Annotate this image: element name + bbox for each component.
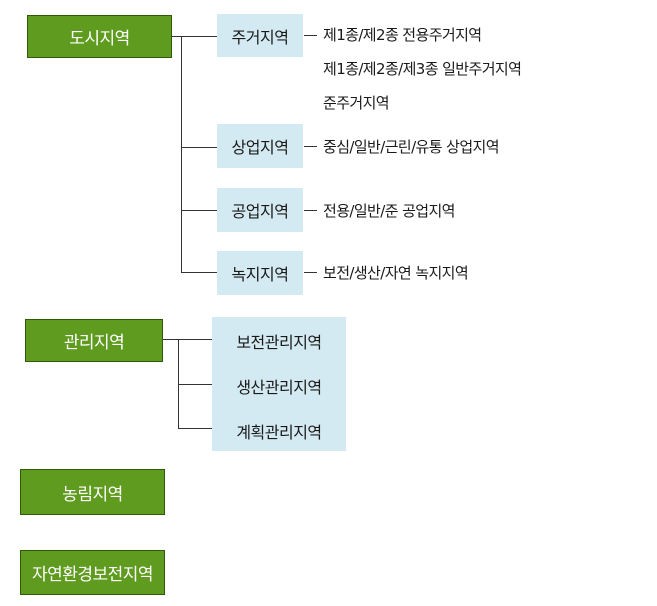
industrial-area-box: 공업지역 [217, 188, 303, 232]
agriculture-forestry-box: 농림지역 [20, 469, 165, 515]
connector-line [181, 210, 218, 211]
production-management-label: 생산관리지역 [236, 378, 322, 397]
connector-line [163, 339, 213, 340]
commercial-area-label: 상업지역 [231, 138, 289, 157]
green-area-box: 녹지지역 [217, 251, 303, 295]
connector-line [181, 36, 182, 272]
connector-line [172, 36, 218, 37]
nature-conservation-box: 자연환경보전지역 [20, 550, 165, 595]
industrial-area-label: 공업지역 [231, 202, 289, 221]
connector-line [304, 35, 317, 36]
residential-area-box: 주거지역 [217, 14, 303, 57]
connector-line [304, 272, 317, 273]
connector-line [178, 384, 213, 385]
commercial-desc: 중심/일반/근린/유통 상업지역 [323, 138, 500, 156]
green-area-label: 녹지지역 [231, 265, 289, 284]
connector-line [181, 272, 218, 273]
commercial-area-box: 상업지역 [217, 124, 303, 168]
urban-area-label: 도시지역 [69, 29, 130, 49]
industrial-desc: 전용/일반/준 공업지역 [323, 202, 455, 220]
agriculture-forestry-label: 농림지역 [62, 484, 123, 505]
connector-line [304, 210, 317, 211]
residential-desc-2: 제1종/제2종/제3종 일반주거지역 [323, 60, 522, 78]
nature-conservation-label: 자연환경보전지역 [31, 565, 154, 585]
urban-area-box: 도시지역 [27, 15, 172, 58]
connector-line [181, 147, 218, 148]
connector-line [304, 146, 317, 147]
planned-management-label: 계획관리지역 [236, 423, 322, 442]
management-area-box: 관리지역 [25, 319, 163, 362]
residential-desc-3: 준주거지역 [323, 94, 390, 112]
management-area-label: 관리지역 [63, 333, 125, 353]
management-subareas-panel: 보전관리지역 생산관리지역 계획관리지역 [212, 317, 346, 451]
residential-area-label: 주거지역 [231, 27, 289, 47]
connector-line [178, 428, 213, 429]
conservation-management-label: 보전관리지역 [236, 333, 322, 352]
green-desc: 보전/생산/자연 녹지지역 [323, 264, 469, 282]
residential-desc-1: 제1종/제2종 전용주거지역 [323, 26, 482, 44]
